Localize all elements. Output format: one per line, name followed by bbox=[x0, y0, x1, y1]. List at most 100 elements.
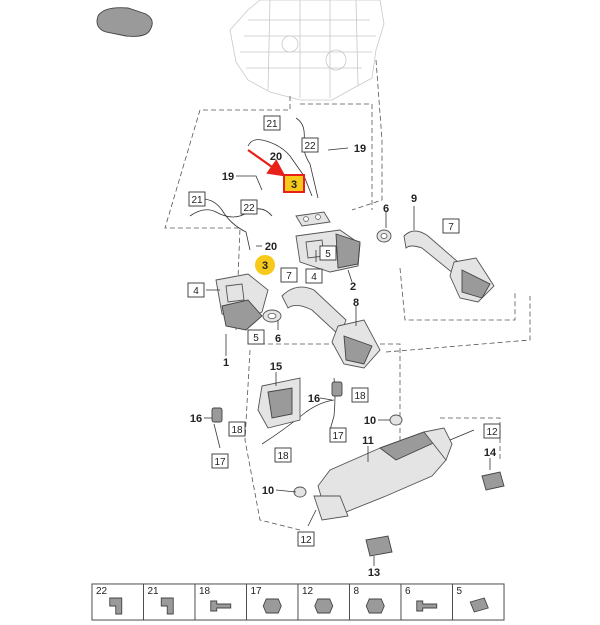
highlight-arrow bbox=[247, 149, 286, 177]
svg-text:1: 1 bbox=[223, 357, 229, 369]
callout-11[interactable]: 11 bbox=[362, 435, 374, 447]
svg-text:8: 8 bbox=[353, 297, 359, 309]
svg-text:21: 21 bbox=[191, 195, 203, 206]
svg-text:18: 18 bbox=[354, 391, 366, 402]
callout-3-highlighted[interactable]: 3 bbox=[283, 174, 305, 193]
svg-text:9: 9 bbox=[411, 193, 417, 205]
muffler bbox=[313, 427, 453, 521]
legend-number: 18 bbox=[199, 586, 211, 597]
legend-item-21[interactable]: 21 bbox=[143, 583, 196, 621]
svg-text:7: 7 bbox=[286, 271, 292, 282]
legend-number: 12 bbox=[302, 586, 314, 597]
callout-17-right[interactable]: 17 bbox=[329, 427, 347, 443]
legend-item-5[interactable]: 5 bbox=[452, 583, 505, 621]
svg-text:22: 22 bbox=[243, 203, 255, 214]
fastener-icon bbox=[365, 598, 385, 614]
svg-text:5: 5 bbox=[253, 333, 259, 344]
svg-text:10: 10 bbox=[262, 485, 274, 497]
svg-text:2: 2 bbox=[350, 281, 356, 293]
legend-item-6[interactable]: 6 bbox=[400, 583, 453, 621]
callout-10-upper[interactable]: 10 bbox=[364, 415, 376, 427]
svg-text:14: 14 bbox=[484, 447, 497, 459]
svg-text:22: 22 bbox=[304, 141, 316, 152]
svg-text:17: 17 bbox=[332, 431, 344, 442]
exhaust-pipe-left bbox=[281, 286, 381, 369]
fastener-icon bbox=[469, 597, 489, 613]
callout-22-upper[interactable]: 22 bbox=[301, 137, 319, 153]
legend-item-17[interactable]: 17 bbox=[246, 583, 299, 621]
legend-item-8[interactable]: 8 bbox=[349, 583, 402, 621]
svg-text:20: 20 bbox=[265, 241, 277, 253]
callout-16-left[interactable]: 16 bbox=[190, 413, 202, 425]
callout-20-lower[interactable]: 20 bbox=[265, 241, 277, 253]
svg-text:15: 15 bbox=[270, 361, 282, 373]
callout-5-upper[interactable]: 5 bbox=[319, 245, 337, 261]
callout-8[interactable]: 8 bbox=[353, 297, 359, 309]
callout-4-upper[interactable]: 4 bbox=[305, 268, 323, 284]
svg-text:17: 17 bbox=[214, 457, 226, 468]
fastener-icon bbox=[109, 597, 123, 615]
fastener-icon bbox=[314, 598, 334, 614]
svg-text:21: 21 bbox=[266, 119, 278, 130]
callout-18-middle[interactable]: 18 bbox=[274, 447, 292, 463]
svg-text:3: 3 bbox=[291, 179, 297, 191]
legend-item-18[interactable]: 18 bbox=[194, 583, 247, 621]
callout-3-circle[interactable]: 3 bbox=[255, 255, 275, 275]
gasket-10-upper bbox=[389, 414, 403, 426]
callout-6-lower[interactable]: 6 bbox=[275, 333, 281, 345]
svg-text:16: 16 bbox=[190, 413, 202, 425]
svg-text:16: 16 bbox=[308, 393, 320, 405]
callout-7-upper[interactable]: 7 bbox=[442, 218, 460, 234]
callout-15[interactable]: 15 bbox=[270, 361, 282, 373]
gasket-upper bbox=[376, 229, 392, 243]
callout-6-upper[interactable]: 6 bbox=[383, 203, 389, 215]
flange-gasket bbox=[295, 211, 331, 227]
callout-4-lower[interactable]: 4 bbox=[187, 282, 205, 298]
legend-number: 21 bbox=[148, 586, 160, 597]
svg-text:11: 11 bbox=[362, 435, 374, 447]
svg-text:13: 13 bbox=[368, 567, 380, 579]
gasket-part-icon bbox=[96, 7, 153, 37]
callout-5-lower[interactable]: 5 bbox=[247, 329, 265, 345]
callout-2[interactable]: 2 bbox=[350, 281, 356, 293]
callout-22-lower[interactable]: 22 bbox=[240, 199, 258, 215]
legend-item-22[interactable]: 22 bbox=[91, 583, 144, 621]
callout-1[interactable]: 1 bbox=[223, 357, 229, 369]
fastener-icon bbox=[160, 597, 174, 615]
callout-18-left[interactable]: 18 bbox=[228, 421, 246, 437]
callout-20-upper[interactable]: 20 bbox=[270, 151, 282, 163]
svg-text:7: 7 bbox=[448, 222, 454, 233]
legend-number: 8 bbox=[354, 586, 360, 597]
fastener-icon bbox=[416, 600, 438, 612]
gasket-lower bbox=[262, 309, 282, 323]
callout-7-lower[interactable]: 7 bbox=[280, 267, 298, 283]
tailpipe-tip-14 bbox=[481, 471, 505, 491]
svg-text:6: 6 bbox=[383, 203, 389, 215]
callout-12-right[interactable]: 12 bbox=[483, 423, 501, 439]
svg-text:4: 4 bbox=[311, 272, 317, 283]
callout-14[interactable]: 14 bbox=[484, 447, 497, 459]
callout-17-left[interactable]: 17 bbox=[211, 453, 229, 469]
svg-text:10: 10 bbox=[364, 415, 376, 427]
svg-text:19: 19 bbox=[354, 143, 366, 155]
svg-text:18: 18 bbox=[277, 451, 289, 462]
callout-19-upper[interactable]: 19 bbox=[354, 143, 366, 155]
legend-item-12[interactable]: 12 bbox=[297, 583, 350, 621]
callout-21-upper[interactable]: 21 bbox=[263, 115, 281, 131]
callout-10-lower[interactable]: 10 bbox=[262, 485, 274, 497]
svg-text:6: 6 bbox=[275, 333, 281, 345]
callout-19-lower[interactable]: 19 bbox=[222, 171, 234, 183]
legend-number: 17 bbox=[251, 586, 263, 597]
callout-21-lower[interactable]: 21 bbox=[188, 191, 206, 207]
legend-number: 6 bbox=[405, 586, 411, 597]
svg-text:19: 19 bbox=[222, 171, 234, 183]
callout-16-right[interactable]: 16 bbox=[308, 393, 320, 405]
callout-9[interactable]: 9 bbox=[411, 193, 417, 205]
callout-12-lower[interactable]: 12 bbox=[297, 531, 315, 547]
legend-number: 22 bbox=[96, 586, 108, 597]
fastener-icon bbox=[262, 598, 282, 614]
svg-text:5: 5 bbox=[325, 249, 331, 260]
engine-block-icon bbox=[229, 0, 385, 101]
callout-13[interactable]: 13 bbox=[368, 567, 380, 579]
callout-18-right[interactable]: 18 bbox=[351, 387, 369, 403]
